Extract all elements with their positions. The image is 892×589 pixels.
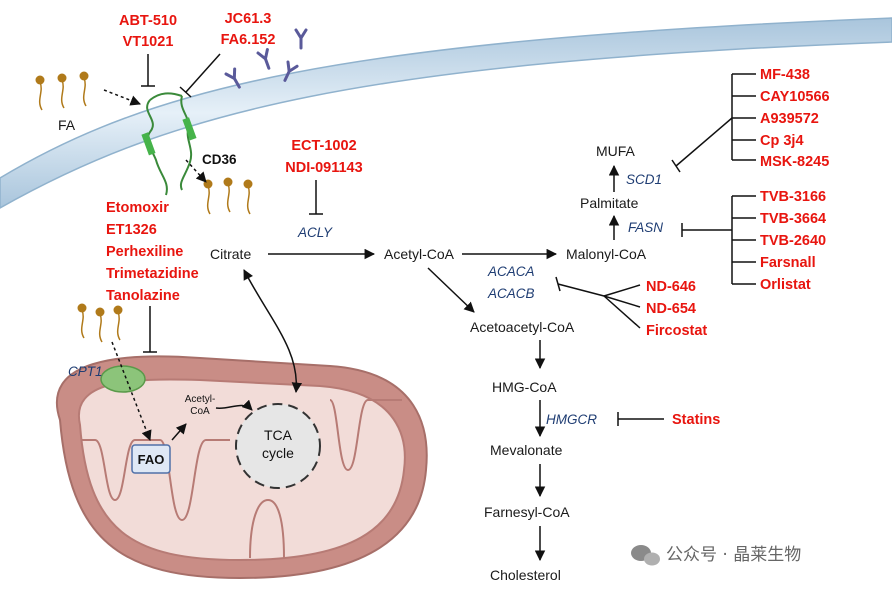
watermark: 公众号 · 晶莱生物 <box>631 545 801 566</box>
drug-trimetazidine: Trimetazidine <box>106 266 199 282</box>
node-cholesterol: Cholesterol <box>490 567 561 583</box>
fa-label: FA <box>58 117 76 133</box>
citrate-tca-arrow <box>243 269 303 394</box>
acaca-inhibit-bar <box>555 276 561 292</box>
drug-vt1021: VT1021 <box>123 34 174 50</box>
enzyme-acly: ACLY <box>297 225 333 240</box>
enzyme-acaca: ACACA <box>487 264 535 279</box>
fao-box <box>131 444 171 474</box>
drug-tanolazine: Tanolazine <box>106 288 180 304</box>
fasn-bracket-ticks <box>732 195 756 285</box>
acaca-inhibit-line <box>557 283 605 297</box>
enzyme-scd1: SCD1 <box>626 172 662 187</box>
scd1-bracket-ticks <box>732 73 756 161</box>
svg-text:cycle: cycle <box>262 445 294 461</box>
drug-et1326: ET1326 <box>106 222 157 238</box>
drug-ndi-091143: NDI-091143 <box>285 160 362 176</box>
cd36-antibody-inhibit-bar <box>179 86 192 98</box>
node-citrate: Citrate <box>210 246 251 262</box>
tca-cycle: TCA cycle <box>235 403 321 489</box>
mito-acetyl-label-2: CoA <box>190 406 210 417</box>
drug-msk-8245: MSK-8245 <box>760 154 829 170</box>
drug-fircostat: Fircostat <box>646 323 707 339</box>
wechat-icon <box>631 545 660 566</box>
fao-label: FAO <box>138 452 165 467</box>
svg-text:TCA: TCA <box>264 427 293 443</box>
node-mufa: MUFA <box>596 143 636 159</box>
node-acetyl-coa: Acetyl-CoA <box>384 246 455 262</box>
acaca-branch-2 <box>603 295 641 308</box>
mito-acetyl-label-1: Acetyl- <box>185 394 216 405</box>
drug-fa6-152: FA6.152 <box>221 32 276 48</box>
scd1-inhibit-bar <box>671 159 681 173</box>
fatty-acid-icons-outside <box>35 71 89 111</box>
node-malonyl-coa: Malonyl-CoA <box>566 246 647 262</box>
cd36-receptor <box>141 92 197 196</box>
node-hmg-coa: HMG-CoA <box>492 379 557 395</box>
cell-membrane <box>0 17 892 209</box>
cd36-release-arrow <box>185 159 207 183</box>
antibody-icons <box>224 28 308 89</box>
node-palmitate: Palmitate <box>580 195 639 211</box>
drug-cp-3j4: Cp 3j4 <box>760 133 804 149</box>
cpt1-transporter <box>100 365 146 393</box>
drug-farsnall: Farsnall <box>760 255 816 271</box>
drug-orlistat: Orlistat <box>760 277 811 293</box>
acetylcoa-to-tca-arrow <box>215 399 253 411</box>
fa-uptake-arrow <box>103 89 141 106</box>
cd36-antibody-inhibit-line <box>185 53 221 93</box>
drug-abt-510: ABT-510 <box>119 13 177 29</box>
drug-ect-1002: ECT-1002 <box>291 138 356 154</box>
cd36-label: CD36 <box>202 152 237 167</box>
fatty-acid-icons-cytosol <box>77 303 123 343</box>
enzyme-cpt1: CPT1 <box>68 364 103 379</box>
fatty-acid-icons-inside <box>203 177 253 215</box>
drug-tvb-3166: TVB-3166 <box>760 189 826 205</box>
enzyme-acacb: ACACB <box>487 286 535 301</box>
acaca-branch-1 <box>603 284 641 297</box>
drug-statins: Statins <box>672 412 720 428</box>
node-farnesyl-coa: Farnesyl-CoA <box>484 504 570 520</box>
drug-tvb-3664: TVB-3664 <box>760 211 826 227</box>
drug-jc61-3: JC61.3 <box>225 11 272 27</box>
drug-tvb-2640: TVB-2640 <box>760 233 826 249</box>
drug-cay10566: CAY10566 <box>760 89 830 105</box>
node-acetoacetyl-coa: Acetoacetyl-CoA <box>470 319 575 335</box>
node-mevalonate: Mevalonate <box>490 442 563 458</box>
drug-nd-646: ND-646 <box>646 279 696 295</box>
watermark-text: 公众号 · 晶莱生物 <box>666 545 801 565</box>
fao-to-acetylcoa-arrow <box>171 423 187 441</box>
scd1-inhibit-line <box>675 117 733 167</box>
drug-perhexiline: Perhexiline <box>106 244 183 260</box>
drug-a939572: A939572 <box>760 111 819 127</box>
drug-etomoxir: Etomoxir <box>106 200 169 216</box>
drug-nd-654: ND-654 <box>646 301 696 317</box>
acaca-branch-3 <box>603 295 641 329</box>
drug-mf-438: MF-438 <box>760 67 810 83</box>
enzyme-hmgcr: HMGCR <box>546 412 597 427</box>
acetylcoa-to-acetoacetyl-arrow <box>427 267 475 313</box>
enzyme-fasn: FASN <box>628 220 663 235</box>
